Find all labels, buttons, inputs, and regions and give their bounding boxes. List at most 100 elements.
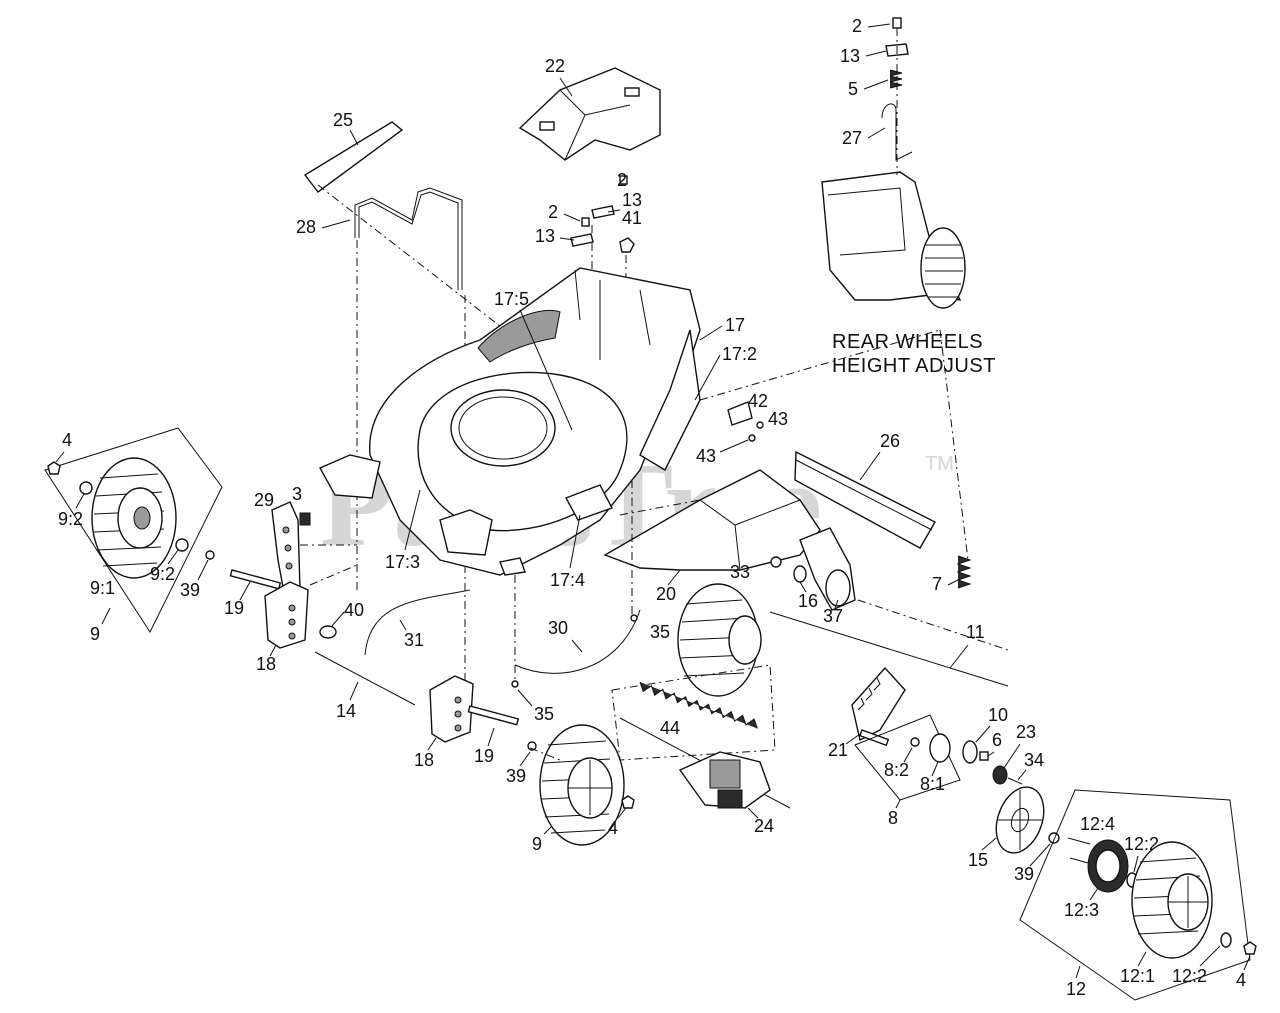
callout-8: 8 [888,808,898,828]
callout-39-c: 39 [1014,864,1034,884]
part-12-1-wheel [1131,841,1213,959]
callout-9: 9 [90,624,100,644]
inset-caption-line1: REAR WHEELS [832,331,983,353]
callout-12-1: 12:1 [1120,966,1155,986]
nut-4 [47,461,61,475]
screw-12-4 [1067,837,1091,845]
callout-17: 17 [725,315,745,335]
pin-43 [756,421,764,429]
callout-43-b: 43 [696,446,716,466]
spring-7 [956,555,972,589]
nut-41 [619,237,635,253]
callout-17-5: 17:5 [494,289,529,309]
callout-4-c: 4 [1236,970,1246,990]
part-8-2 [910,737,920,747]
part-8-1 [929,733,951,763]
callout-25: 25 [333,110,353,130]
callout-35-b: 35 [534,704,554,724]
cable-31 [364,589,471,656]
callout-8-2: 8:2 [884,760,909,780]
callout-30: 30 [548,618,568,638]
part-19-axle [229,569,282,590]
watermark-trademark: TM [925,453,954,475]
nut-2-b [581,217,590,227]
bracket-13 [591,205,615,219]
callout-27: 27 [842,128,862,148]
wheel-group-box-9 [44,427,223,634]
callout-19-b: 19 [474,746,494,766]
clip-35 [630,614,638,622]
callout-13-c: 13 [535,226,555,246]
part-24-transmission [678,751,771,809]
callout-26: 26 [880,431,900,451]
callout-29: 29 [254,490,274,510]
callout-19: 19 [224,598,244,618]
inset-nut-2 [892,17,902,29]
part-23-pinion [992,765,1008,785]
callout-17-3: 17:3 [385,552,420,572]
callout-39-b: 39 [506,766,526,786]
callout-8-1: 8:1 [920,774,945,794]
callout-23: 23 [1016,722,1036,742]
callout-43: 43 [768,409,788,429]
washer-39-c [1048,832,1060,844]
callout-35: 35 [650,622,670,642]
callout-7: 7 [932,574,942,594]
callout-18: 18 [256,654,276,674]
rear-wheel-height-adjust-inset: 2 13 5 27 REAR WHEELS HEIGHT ADJUST [821,16,996,377]
callout-12-4: 12:4 [1080,814,1115,834]
clip-35-b [511,680,519,688]
pin-34 [1007,777,1023,785]
callout-2-c: 2 [548,202,558,222]
washer-9-2-b [175,538,189,552]
callout-33: 33 [730,562,750,582]
group-box-8 [854,714,961,801]
key-6 [979,751,989,761]
part-28-handle [354,187,463,290]
callout-31: 31 [404,630,424,650]
inset-spring-5 [889,69,903,89]
part-26-flap [794,450,936,549]
inset-caption-line2: HEIGHT ADJUST [832,355,996,377]
callout-44: 44 [660,718,680,738]
callout-41: 41 [622,208,642,228]
washer-12-2-b [1220,932,1232,948]
part-17-deck [319,267,701,576]
nut-2 [619,175,628,185]
cable-30 [514,609,641,674]
callout-2-b: 2 [617,170,627,190]
callout-14: 14 [336,701,356,721]
part-19-axle-b [467,705,520,726]
inset-rear-wheel [920,227,966,309]
bracket-42 [727,401,753,426]
callout-24: 24 [754,816,774,836]
callout-37: 37 [823,606,843,626]
callout-12-2-b: 12:2 [1172,966,1207,986]
rear-wheel-left [677,583,762,697]
callout-9-b: 9 [532,834,542,854]
callout-39: 39 [180,580,200,600]
callout-3: 3 [292,484,302,504]
callout-42: 42 [748,391,768,411]
part-16-37-bracket [793,527,856,611]
part-18-wheel-bracket [264,581,309,649]
inset-rod-27 [881,103,913,161]
part-22-cover [518,67,661,161]
callout-13: 13 [840,46,860,66]
callout-4-b: 4 [608,818,618,838]
callout-2: 2 [852,16,862,36]
callout-11: 11 [966,622,985,642]
part-25-handle-grip [303,121,404,193]
part-9-1-wheel [91,457,177,579]
callout-17-2: 17:2 [722,344,757,364]
callout-16: 16 [798,591,818,611]
callout-5: 5 [848,79,858,99]
callout-17-4: 17:4 [550,570,585,590]
washer-39 [205,550,215,560]
part-18-wheel-bracket-b [429,675,474,743]
rod-11 [769,611,1009,687]
bracket-13-b [570,233,594,247]
callout-4: 4 [62,430,72,450]
callout-9-2: 9:2 [58,509,83,529]
